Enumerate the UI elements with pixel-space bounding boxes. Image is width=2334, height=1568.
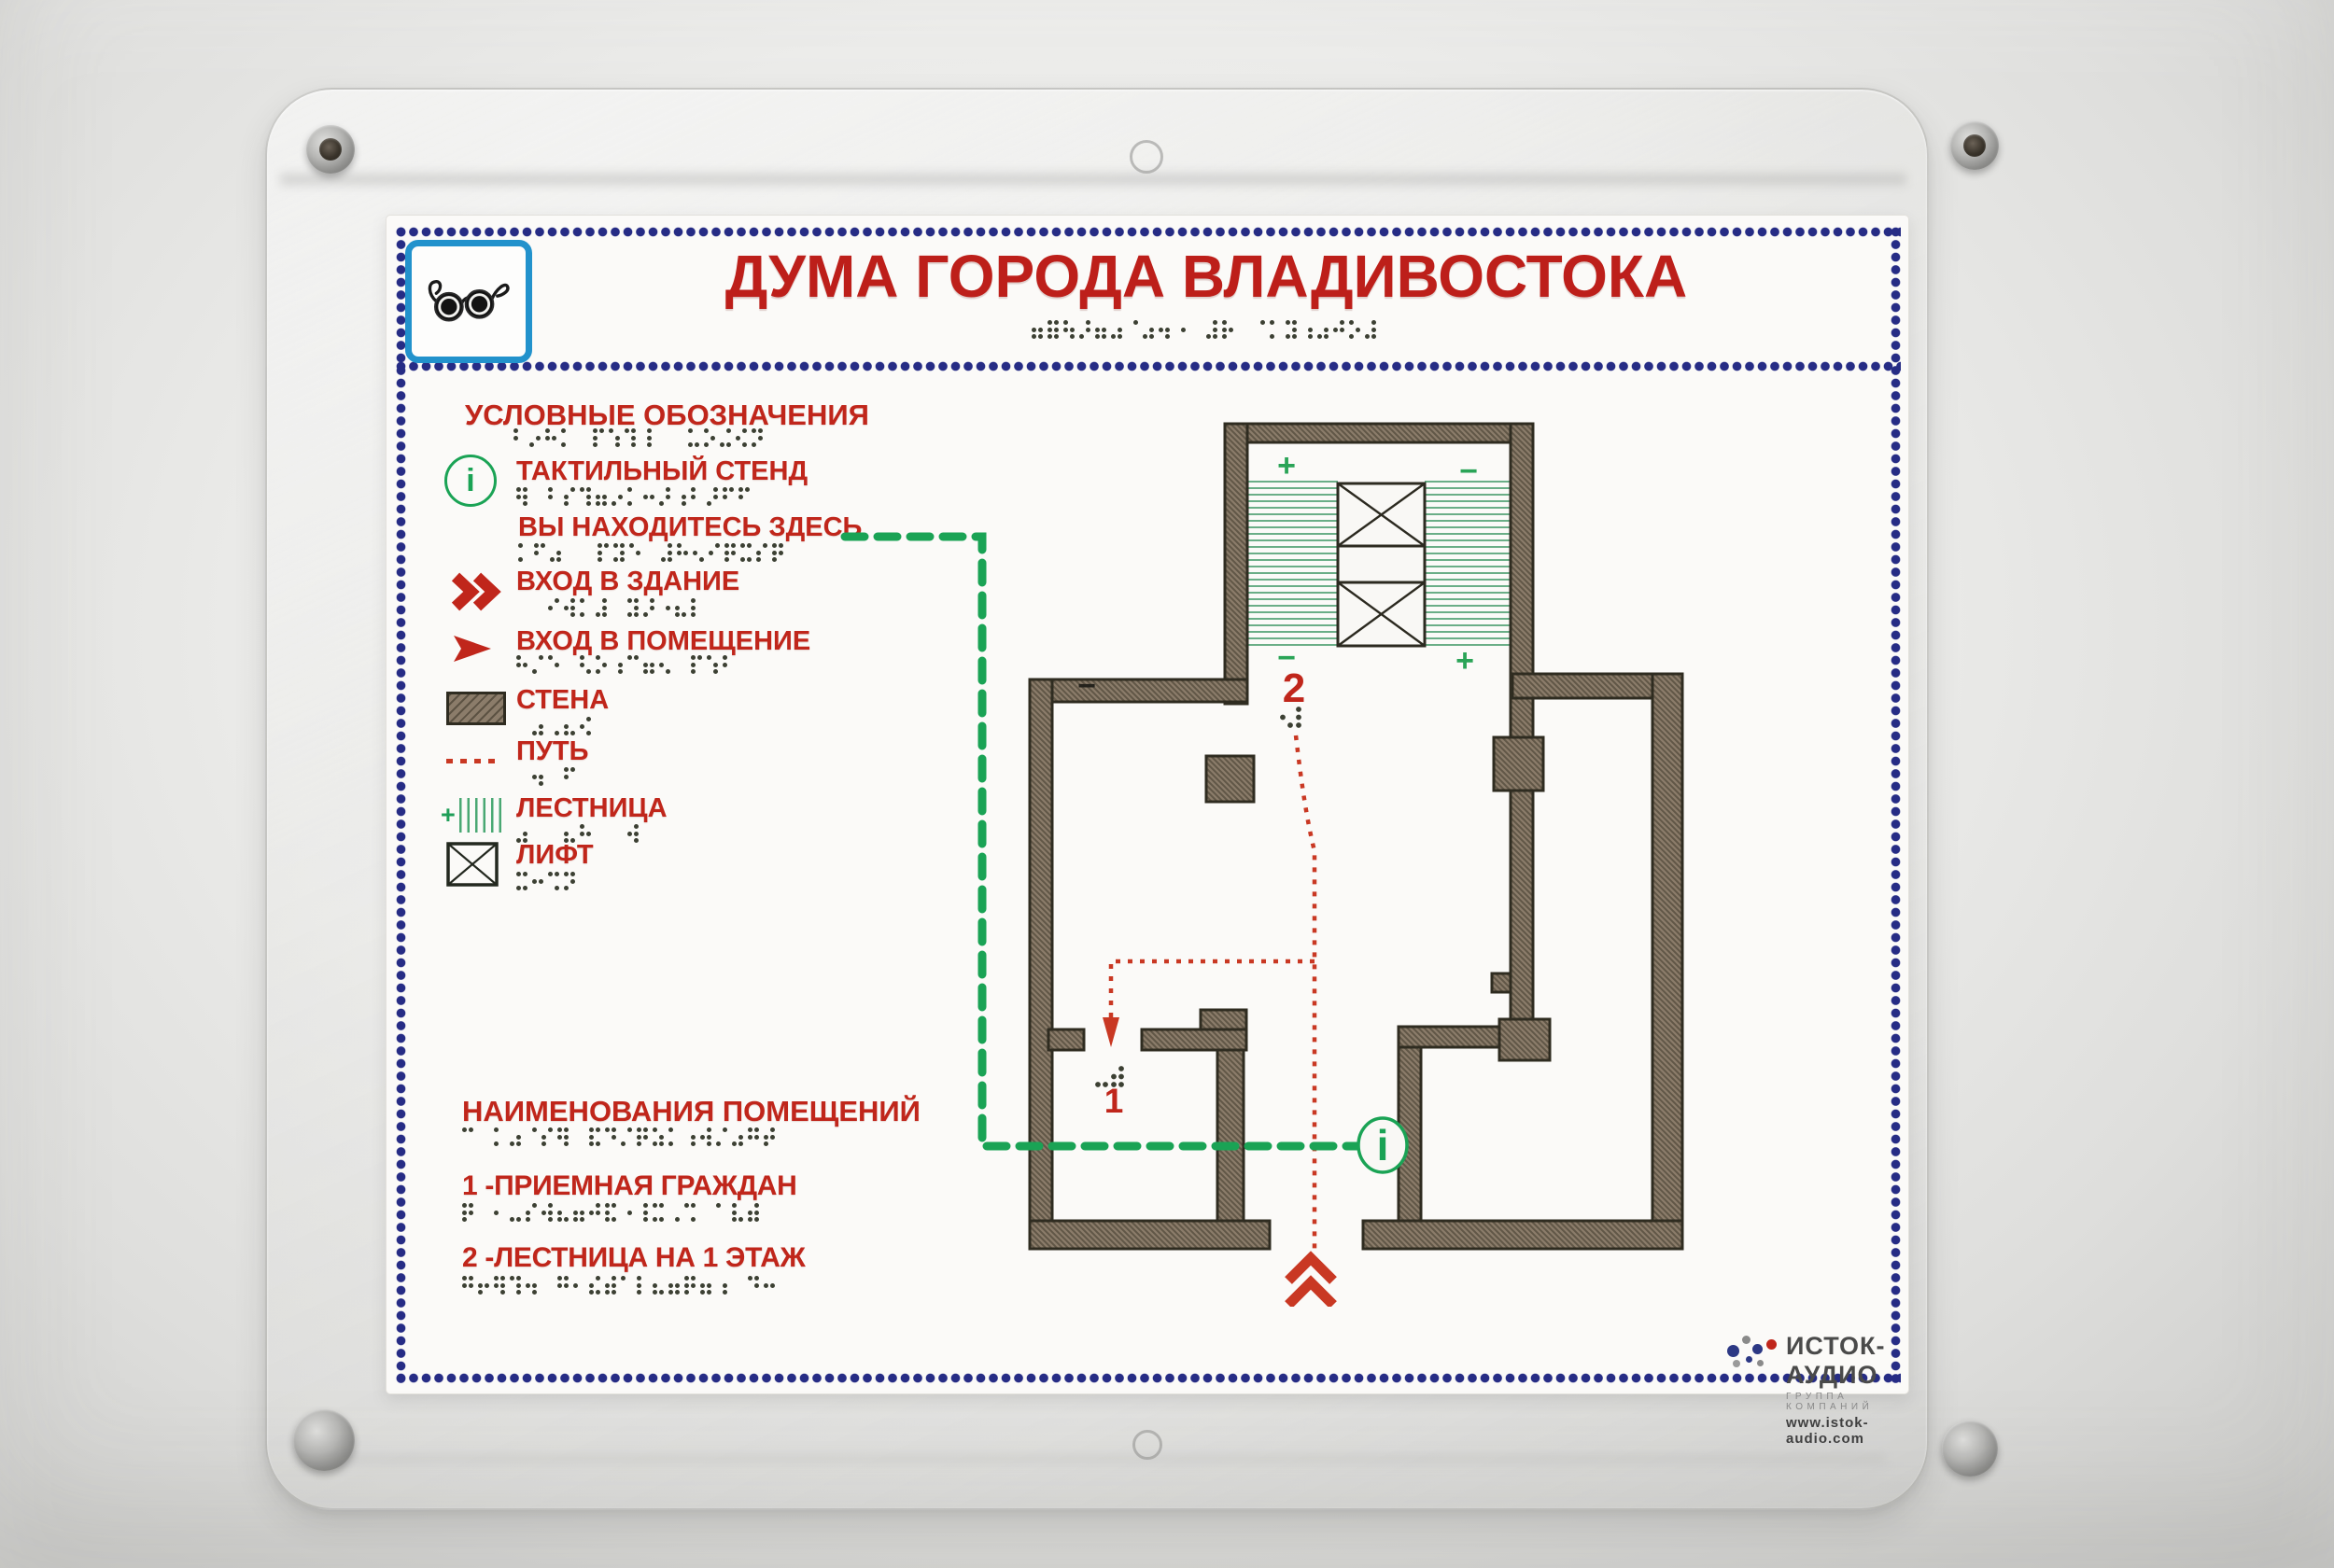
brand-website: www.istok-audio.com <box>1786 1415 1869 1447</box>
brand-logo-dots <box>1722 1332 1779 1375</box>
braille-line <box>513 428 767 453</box>
legend-heading: УСЛОВНЫЕ ОБОЗНАЧЕНИЯ <box>465 399 869 431</box>
glasses-icon <box>422 271 515 333</box>
acrylic-reflection <box>280 170 1906 189</box>
stairs-lines <box>458 798 502 833</box>
stair-direction-sign: − <box>1277 640 1296 676</box>
sign-panel: ДУМА ГОРОДА ВЛАДИВОСТОКА УСЛОВНЫЕ ОБОЗНА… <box>386 215 1909 1447</box>
legend-item-path: ПУТЬ <box>516 736 589 766</box>
plan-braille-mark <box>1095 1066 1124 1087</box>
stair-direction-sign: − <box>1077 668 1096 704</box>
wall-swatch <box>446 692 506 725</box>
room-marker-2: 2 <box>1283 665 1305 711</box>
brand-block: ИСТОК-АУДИО ГРУППА КОМПАНИЙ www.istok-au… <box>1786 1332 1908 1447</box>
info-letter: i <box>1377 1121 1389 1169</box>
info-letter: i <box>466 462 475 498</box>
legend-item-tactile-stand: ТАКТИЛЬНЫЙ СТЕНД <box>516 456 808 486</box>
route-path-main <box>1293 735 1317 1249</box>
dotted-border-top <box>396 227 1901 237</box>
stair-direction-sign: + <box>1455 643 1474 679</box>
dotted-border-bottom <box>396 1373 1901 1383</box>
building-entrance-chevron <box>1285 1251 1337 1284</box>
rooms-heading: НАИМЕНОВАНИЯ ПОМЕЩЕНИЙ <box>462 1095 921 1127</box>
dotted-border-right <box>1891 227 1901 1384</box>
braille-line <box>516 655 754 679</box>
info-circle-icon: i <box>444 455 497 507</box>
mounting-screw-top-left <box>306 125 355 174</box>
braille-line <box>516 487 754 511</box>
braille-line <box>516 767 580 791</box>
braille-line <box>462 1127 795 1152</box>
room-entrance-arrow <box>1103 1017 1119 1047</box>
legend-item-elevator: ЛИФТ <box>516 840 594 870</box>
you-are-here-route <box>840 532 1362 1151</box>
room-item-2: 2 -ЛЕСТНИЦА НА 1 ЭТАЖ <box>462 1242 806 1273</box>
braille-line <box>518 543 788 567</box>
acrylic-hole-bottom <box>1132 1430 1162 1460</box>
building-entrance-chevron <box>1285 1275 1337 1307</box>
entrance-triangle-icon <box>454 634 493 668</box>
walls <box>1028 422 1684 1251</box>
plan-braille-mark <box>1280 707 1301 728</box>
elevator-shafts <box>1336 482 1427 648</box>
double-chevron-icon <box>450 572 502 616</box>
elevator-swatch <box>446 842 499 891</box>
tactile-stand-marker <box>1357 1116 1409 1174</box>
stair-direction-sign: + <box>1277 448 1296 483</box>
braille-line <box>516 717 596 741</box>
brand-name: ИСТОК-АУДИО <box>1786 1332 1886 1389</box>
braille-line <box>1032 320 1381 344</box>
mounting-screw-bottom-left <box>293 1409 355 1471</box>
dotted-border-under-title <box>396 361 1901 371</box>
stairs-area <box>1247 481 1511 646</box>
stairs-swatch: + <box>441 798 502 833</box>
legend-item-wall: СТЕНА <box>516 685 610 715</box>
acrylic-hole-top <box>1130 140 1163 174</box>
mounting-screw-top-right <box>1950 121 1999 170</box>
title-braille-line <box>527 320 1886 344</box>
braille-line <box>516 872 580 896</box>
dotted-border-left <box>396 227 406 1384</box>
brand-tagline: ГРУППА КОМПАНИЙ <box>1786 1392 1874 1412</box>
room-item-1: 1 -ПРИЕМНАЯ ГРАЖДАН <box>462 1170 797 1201</box>
acrylic-reflection <box>299 1452 1886 1465</box>
mounting-screw-bottom-right <box>1942 1421 1998 1477</box>
braille-line <box>516 824 643 848</box>
braille-line <box>516 598 707 623</box>
legend-item-room-entrance: ВХОД В ПОМЕЩЕНИЕ <box>516 626 811 656</box>
sign-title: ДУМА ГОРОДА ВЛАДИВОСТОКА <box>724 243 1688 310</box>
visually-impaired-badge <box>405 240 532 363</box>
stair-direction-sign: − <box>1459 454 1478 489</box>
plus-sign: + <box>441 801 456 829</box>
legend-item-you-are-here: ВЫ НАХОДИТЕСЬ ЗДЕСЬ <box>518 512 863 542</box>
braille-line <box>462 1276 780 1300</box>
dotted-path-swatch <box>446 759 500 763</box>
legend-item-stairs: ЛЕСТНИЦА <box>516 793 668 823</box>
legend-item-building-entrance: ВХОД В ЗДАНИЕ <box>516 567 740 596</box>
room-marker-1: 1 <box>1104 1082 1124 1120</box>
braille-line <box>462 1203 764 1227</box>
floor-plan: + − − + − i 2 1 <box>840 422 1684 1307</box>
